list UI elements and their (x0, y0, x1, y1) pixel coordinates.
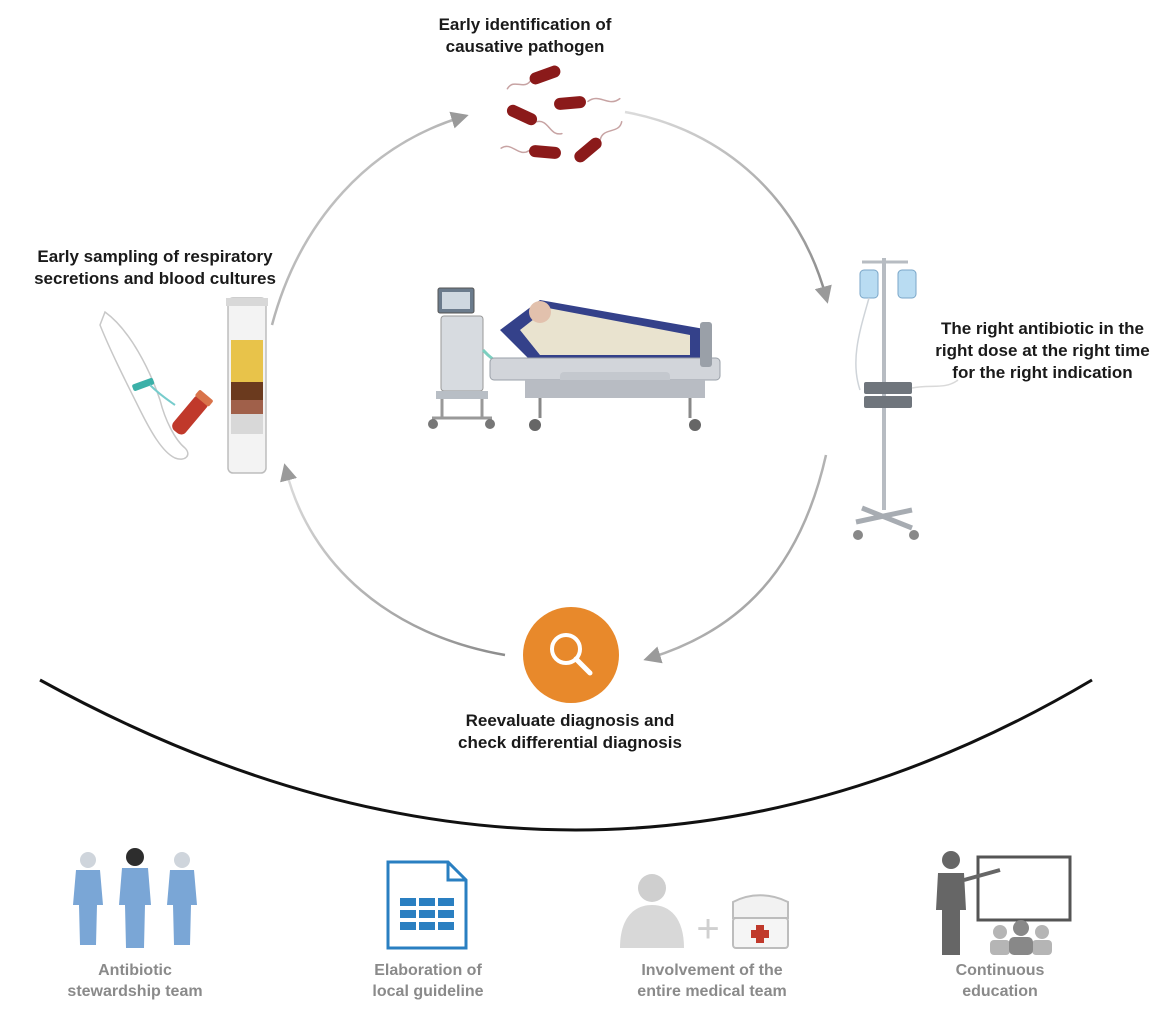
label-line: check differential diagnosis (458, 733, 682, 752)
label-early-identification: Early identification of causative pathog… (395, 14, 655, 58)
label-line: Elaboration of (374, 962, 482, 979)
svg-text:+: + (696, 907, 719, 951)
label-line: The right antibiotic in the (940, 319, 1145, 338)
arrow-left-to-top (270, 111, 469, 326)
arrow-right-to-bottom (643, 454, 828, 664)
teacher-presentation-icon (936, 851, 1072, 955)
iv-pole-icon (853, 258, 959, 540)
ventilator-icon (428, 287, 547, 429)
label-line: causative pathogen (445, 37, 605, 56)
medical-staff-icon (73, 848, 197, 948)
arrow-bottom-to-left (280, 463, 506, 657)
label-line: education (962, 983, 1038, 1000)
label-line: right dose at the right time (935, 341, 1150, 360)
label-line: Continuous (955, 962, 1045, 979)
label-line: local guideline (372, 983, 484, 1000)
doctor-plus-nurse-icon: + (620, 874, 789, 951)
cycle-arrows (270, 110, 832, 664)
label-line: stewardship team (67, 983, 203, 1000)
label-line: Early identification of (438, 15, 612, 34)
arrow-top-to-right (624, 110, 832, 304)
divider-arc (39, 678, 1093, 832)
label-line: Reevaluate diagnosis and (465, 711, 675, 730)
label-line: Early sampling of respiratory (37, 247, 273, 266)
label-local-guideline: Elaboration of local guideline (328, 960, 528, 1002)
label-right-antibiotic: The right antibiotic in the right dose a… (915, 318, 1170, 384)
blood-culture-tube-icon (226, 297, 268, 474)
label-medical-team: Involvement of the entire medical team (612, 960, 812, 1002)
label-early-sampling: Early sampling of respiratory secretions… (10, 246, 300, 290)
spreadsheet-document-icon (386, 860, 468, 950)
label-stewardship-team: Antibiotic stewardship team (35, 960, 235, 1002)
label-line: Involvement of the (641, 962, 783, 979)
arm-blood-draw-icon (99, 310, 213, 460)
label-continuous-education: Continuous education (900, 960, 1100, 1002)
label-line: entire medical team (637, 983, 787, 1000)
label-reevaluate-diagnosis: Reevaluate diagnosis and check different… (425, 710, 715, 754)
bacteria-icon (500, 65, 623, 163)
label-line: secretions and blood cultures (34, 269, 276, 288)
magnifier-icon (523, 607, 619, 703)
label-line: Antibiotic (98, 962, 172, 979)
hospital-bed-icon (489, 300, 721, 431)
label-line: for the right indication (952, 363, 1133, 382)
